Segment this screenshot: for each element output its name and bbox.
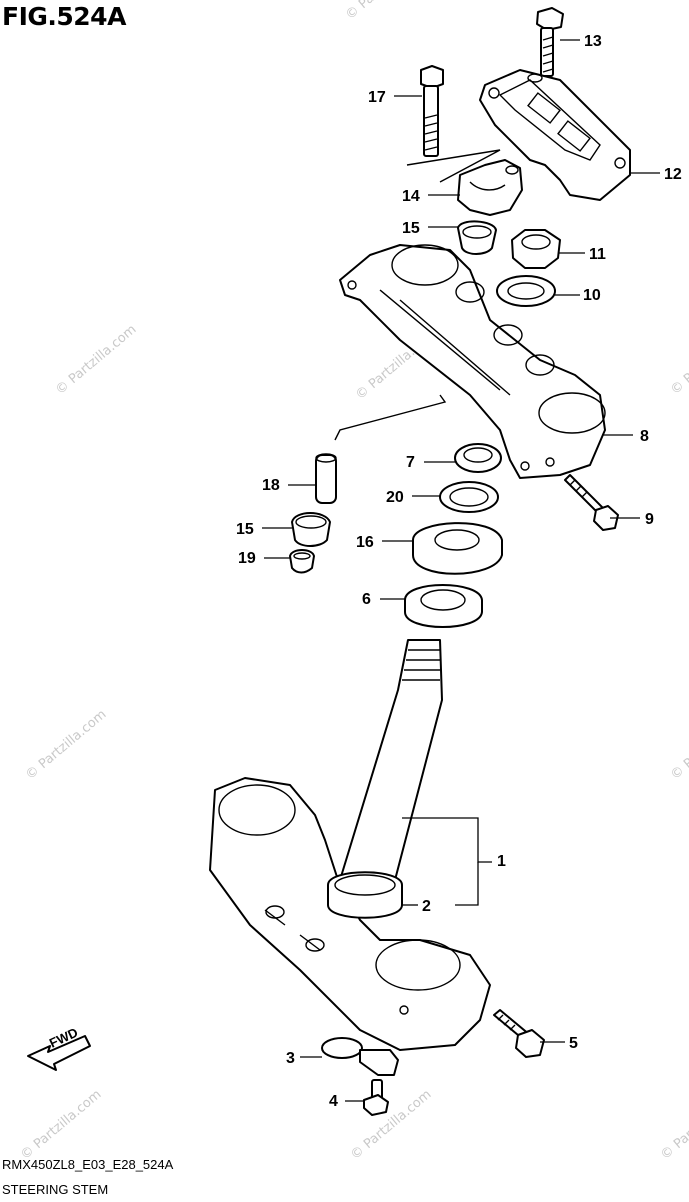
callout-17: 17: [368, 89, 386, 106]
callout-16: 16: [356, 534, 374, 551]
part-7-nut: [454, 443, 502, 473]
figure-title: FIG.524A: [2, 2, 126, 31]
callout-12: 12: [664, 166, 682, 183]
watermark: © Partzilla.com: [348, 1087, 434, 1163]
part-9-bolt: [564, 474, 619, 531]
watermark: © Partzilla.com: [343, 0, 429, 23]
part-15-bush: [457, 220, 497, 255]
diagram-caption: STEERING STEM: [2, 1182, 109, 1197]
watermark: © Partzilla.com: [668, 707, 689, 783]
part-2-lower-bearing: [327, 871, 403, 919]
pin-axis-line: [334, 394, 447, 441]
part-13-bolt: [536, 7, 564, 77]
callout-13: 13: [584, 33, 602, 50]
part-12-handlebar-clamp: [479, 69, 631, 201]
part-19-collar: [289, 549, 315, 574]
callout-14: 14: [402, 188, 420, 205]
part-10-washer: [496, 275, 556, 307]
callout-2: 2: [422, 898, 431, 915]
part-17-bolt: [420, 65, 444, 157]
part-15-bush-lower: [291, 512, 331, 547]
callout-9: 9: [645, 511, 654, 528]
callout-6: 6: [362, 591, 371, 608]
part-11-nut: [511, 229, 561, 269]
bolt-axis-line: [406, 149, 501, 183]
callout-20: 20: [386, 489, 404, 506]
part-8-upper-bracket: [339, 244, 606, 479]
leader-lines: [262, 39, 660, 1102]
part-6-bearing: [404, 584, 483, 628]
part-18-pin: [315, 453, 337, 504]
part-16-dust-seal: [412, 522, 503, 575]
callout-3: 3: [286, 1050, 295, 1067]
callout-labels: 1 2 3 4 5 6 7 8 9 10 11 12 13 14 15 15 1…: [236, 33, 682, 1110]
watermark: © Partzilla.com: [668, 322, 689, 398]
callout-15-lower: 15: [236, 521, 254, 538]
callout-4: 4: [329, 1093, 338, 1110]
callout-1: 1: [497, 853, 506, 870]
callout-19: 19: [238, 550, 256, 567]
watermark: © Partzilla.com: [53, 322, 139, 398]
model-code: RMX450ZL8_E03_E28_524A: [2, 1157, 174, 1172]
callout-18: 18: [262, 477, 280, 494]
diagram-footer: RMX450ZL8_E03_E28_524A STEERING STEM: [2, 1152, 173, 1202]
part-20-washer: [439, 481, 499, 513]
callout-8: 8: [640, 428, 649, 445]
part-14-lower-clamp: [457, 159, 523, 216]
callout-5: 5: [569, 1035, 578, 1052]
callout-15: 15: [402, 220, 420, 237]
part-5-bolt: [493, 1009, 545, 1058]
fwd-arrow-icon: FWD: [27, 1025, 91, 1071]
part-1-steering-stem: [209, 639, 491, 1051]
part-4-screw: [363, 1079, 389, 1116]
callout-10: 10: [583, 287, 601, 304]
watermark: © Partzilla.com: [658, 1087, 689, 1163]
watermark: © Partzilla.com: [23, 707, 109, 783]
callout-7: 7: [406, 454, 415, 471]
part-3-cable-clamp: [321, 1037, 399, 1076]
callout-11: 11: [589, 246, 606, 263]
